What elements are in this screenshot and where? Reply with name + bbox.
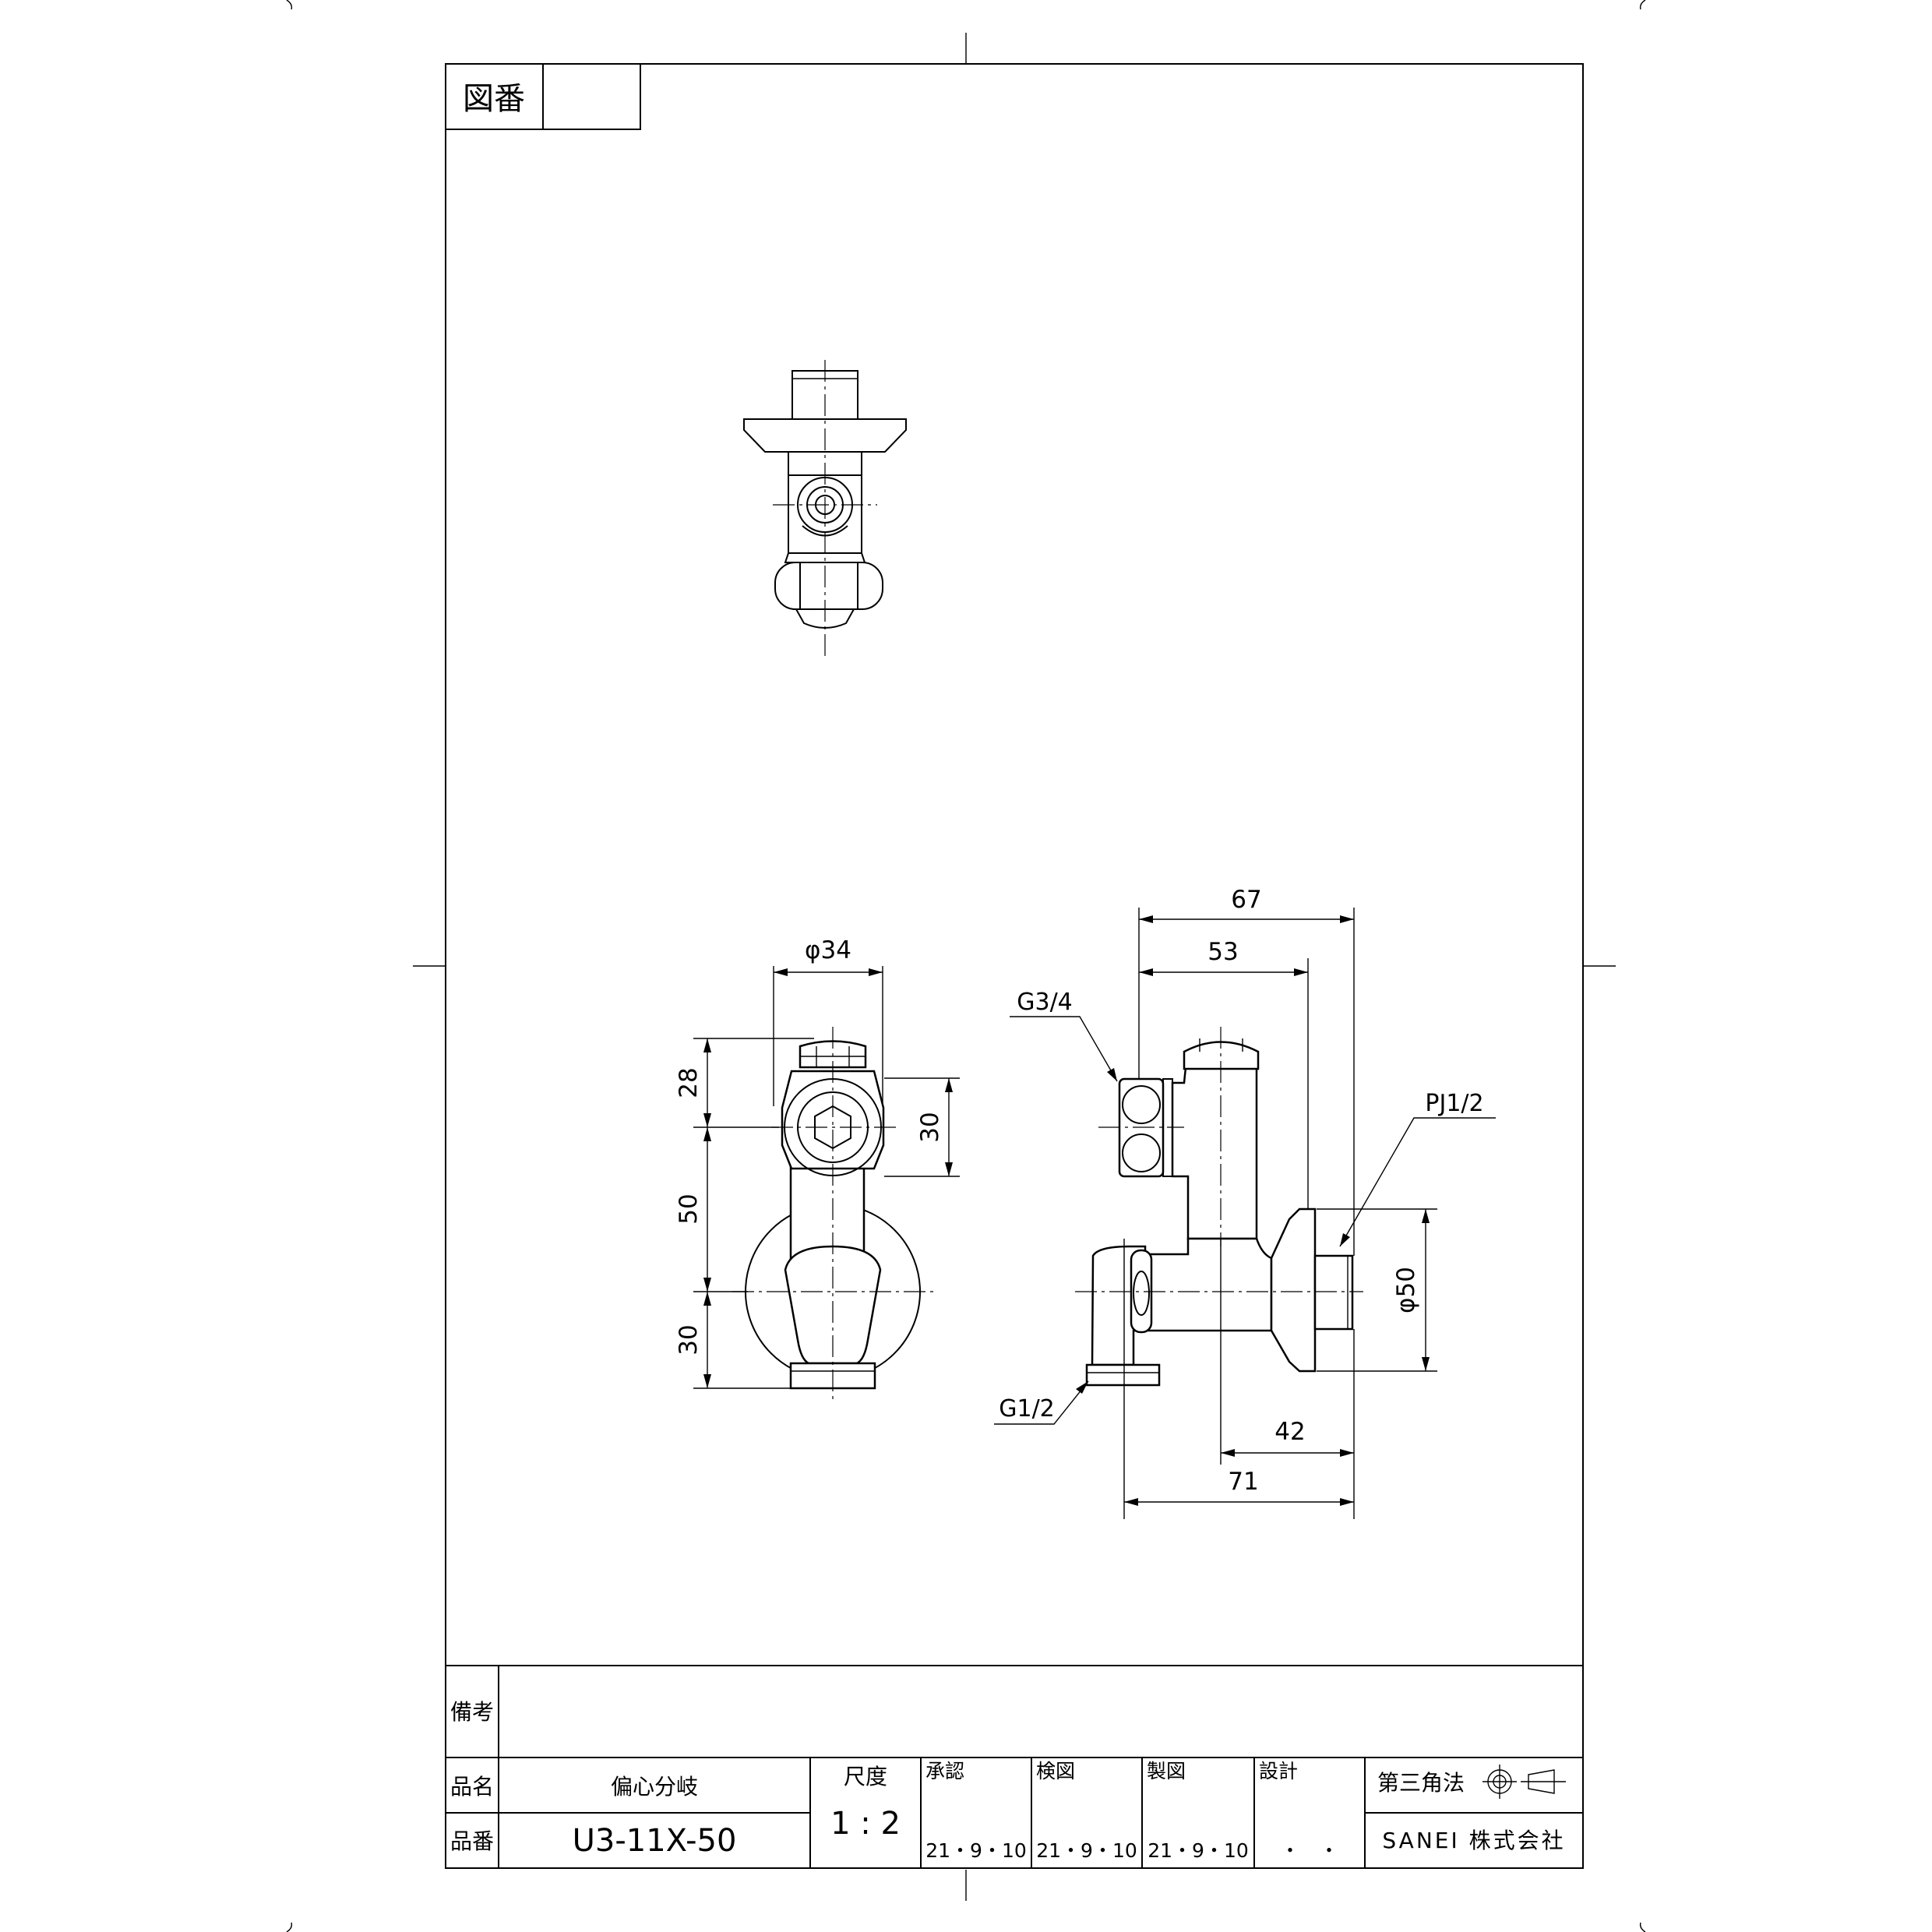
check-label: 検図 xyxy=(1036,1760,1075,1782)
dim-30-lower: 30 xyxy=(675,1324,703,1355)
number-value: U3-11X-50 xyxy=(573,1823,737,1859)
company-name: SANEI 株式会社 xyxy=(1382,1828,1565,1853)
dim-71: 71 xyxy=(1228,1468,1258,1496)
dim-53: 53 xyxy=(1208,938,1238,966)
check-date: 21・9・10 xyxy=(1036,1839,1137,1862)
number-label: 品番 xyxy=(450,1828,494,1854)
dim-dia-34: φ34 xyxy=(805,936,851,964)
label-g12: G1/2 xyxy=(999,1395,1055,1423)
side-view: 67 53 42 71 φ50 G3/4 PJ1/2 G1/2 xyxy=(994,886,1496,1519)
third-angle-projection-icon xyxy=(1482,1765,1566,1799)
scale-label: 尺度 xyxy=(844,1764,887,1789)
dim-dia-50: φ50 xyxy=(1392,1267,1420,1313)
dim-50: 50 xyxy=(675,1193,703,1224)
design-label: 設計 xyxy=(1259,1760,1298,1782)
dim-67: 67 xyxy=(1231,886,1261,914)
approve-date: 21・9・10 xyxy=(925,1839,1027,1862)
approve-label: 承認 xyxy=(925,1760,964,1782)
drawing-number-label: 図番 xyxy=(463,81,525,117)
name-label: 品名 xyxy=(450,1774,494,1800)
front-view: φ34 28 50 30 30 xyxy=(675,936,960,1402)
dim-42: 42 xyxy=(1274,1418,1305,1446)
drawing-frame xyxy=(445,63,1584,1869)
draw-date: 21・9・10 xyxy=(1148,1839,1249,1862)
draw-label: 製図 xyxy=(1147,1760,1186,1782)
remarks-label: 備考 xyxy=(450,1699,494,1725)
registration-marks xyxy=(286,0,1646,1932)
projection-label: 第三角法 xyxy=(1377,1770,1465,1796)
top-view xyxy=(743,360,907,658)
title-block: 備考 品名 偏心分岐 品番 U3-11X-50 尺度 1 : 2 承認 21・9… xyxy=(446,1665,1583,1868)
drawing-number-box: 図番 xyxy=(446,64,641,130)
label-pj12: PJ1/2 xyxy=(1425,1090,1483,1117)
dim-28: 28 xyxy=(675,1067,703,1098)
scale-value: 1 : 2 xyxy=(830,1806,901,1842)
name-value: 偏心分岐 xyxy=(611,1774,698,1800)
design-date: ・ ・ xyxy=(1280,1839,1338,1862)
label-g34: G3/4 xyxy=(1017,989,1073,1016)
dim-30-hex: 30 xyxy=(916,1112,944,1142)
